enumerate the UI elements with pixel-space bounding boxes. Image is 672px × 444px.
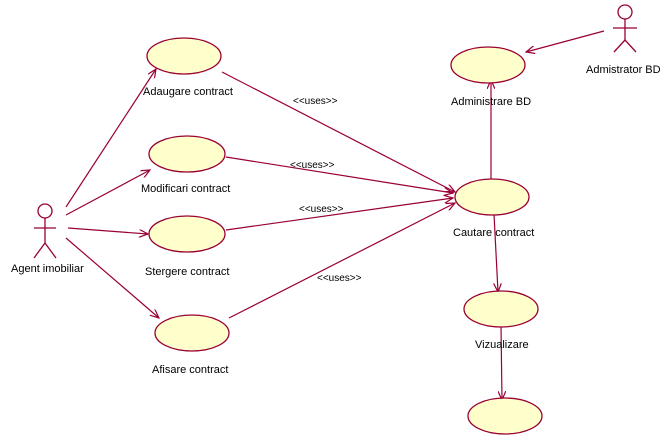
edge-cautare-vizualizare [493, 213, 498, 292]
use-case-vizualizare[interactable]: Vizualizare [463, 290, 539, 351]
use-case-vizualizare-label: Vizualizare [475, 339, 529, 351]
edge-stergere-cautare [225, 198, 453, 231]
use-case-adaugare-label: Adaugare contract [143, 86, 233, 98]
edge-agent-modificari [65, 170, 150, 216]
edge-modificari-cautare [225, 156, 453, 193]
actor-agent-imobiliar[interactable]: Agent imobiliar [11, 203, 84, 275]
uses-label-stergere: <<uses>> [299, 204, 344, 215]
use-case-stergere-label: Stergere contract [145, 266, 229, 278]
edge-agent-stergere [67, 227, 148, 234]
edge-vizualizare-unnamed [501, 325, 502, 400]
edge-agent-adaugare [65, 69, 156, 208]
use-case-stergere[interactable]: Stergere contract [145, 215, 229, 278]
actor-admistrator-bd[interactable]: Admistrator BD [586, 4, 661, 76]
use-case-administrare-label: Administrare BD [451, 96, 531, 108]
actor-admin-head [617, 4, 633, 20]
uses-label-adaugare: <<uses>> [293, 96, 338, 107]
use-case-afisare[interactable]: Afisare contract [152, 314, 230, 376]
uses-label-afisare: <<uses>> [317, 273, 362, 284]
use-case-modificari-label: Modificari contract [141, 183, 230, 195]
actor-agent-label: Agent imobiliar [11, 263, 84, 275]
use-case-modificari[interactable]: Modificari contract [141, 135, 230, 195]
edge-agent-afisare [65, 237, 159, 318]
edge-afisare-cautare [228, 203, 455, 319]
use-case-cautare[interactable]: Cautare contract [453, 178, 534, 239]
use-case-afisare-label: Afisare contract [152, 364, 228, 376]
use-case-adaugare[interactable]: Adaugare contract [143, 37, 233, 98]
edge-adaugare-cautare [221, 71, 455, 192]
use-case-administrare[interactable]: Administrare BD [450, 46, 531, 108]
actor-admin-label: Admistrator BD [586, 64, 661, 76]
actor-agent-head [37, 203, 53, 219]
uses-label-modificari: <<uses>> [290, 160, 335, 171]
edge-admin-administrare [526, 30, 605, 52]
use-case-cautare-label: Cautare contract [453, 227, 534, 239]
use-case-unnamed[interactable] [467, 397, 543, 435]
